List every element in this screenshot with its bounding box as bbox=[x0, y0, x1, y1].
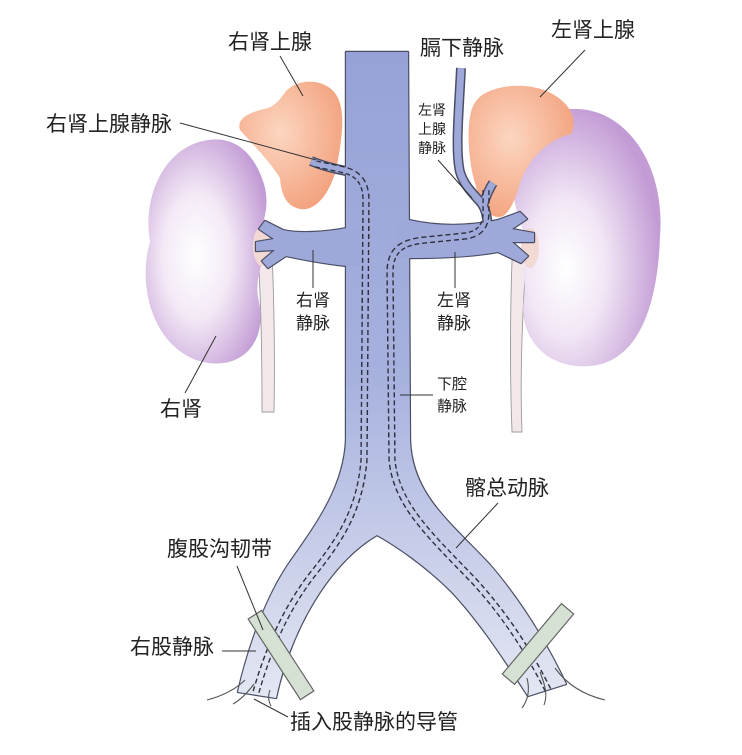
left-kidney bbox=[512, 108, 661, 367]
left-ureter bbox=[510, 259, 527, 433]
femoral-line bbox=[521, 677, 529, 709]
label-right-renal-vein-line2: 静脉 bbox=[296, 314, 330, 334]
femoral-line bbox=[232, 683, 255, 705]
label-left-adrenal-gland: 左肾上腺 bbox=[551, 18, 635, 42]
right-renal-vein bbox=[256, 221, 362, 268]
right-adrenal-gland bbox=[239, 81, 343, 210]
label-right-renal-vein-line1: 右肾 bbox=[296, 291, 330, 311]
right-ureter bbox=[257, 251, 275, 413]
femoral-vessels bbox=[206, 667, 606, 709]
label-right-kidney: 右肾 bbox=[160, 397, 202, 421]
labels: 右肾上腺 膈下静脉 左肾上腺 右肾上腺静脉 左肾 上腺 静脉 右肾 静脉 左肾 … bbox=[46, 18, 635, 734]
leader-right-adrenal-gland bbox=[279, 55, 304, 97]
leader-catheter bbox=[253, 698, 289, 718]
leader-inguinal-ligament bbox=[236, 565, 264, 631]
label-catheter: 插入股静脉的导管 bbox=[290, 710, 458, 734]
right-kidney bbox=[145, 139, 267, 364]
leader-right-adrenal-vein bbox=[179, 122, 317, 161]
label-left-adrenal-vein-line2: 上腺 bbox=[418, 122, 446, 138]
label-ivc-line2: 静脉 bbox=[437, 397, 467, 415]
femoral-line bbox=[206, 679, 246, 701]
femoral-line bbox=[268, 689, 272, 707]
label-ivc-line1: 下腔 bbox=[437, 375, 467, 393]
leader-right-kidney bbox=[184, 335, 217, 394]
leader-left-adrenal-vein bbox=[437, 159, 473, 199]
inguinal-ligament-right-side bbox=[247, 609, 315, 701]
leader-common-iliac bbox=[455, 502, 499, 549]
label-left-adrenal-vein-line1: 左肾 bbox=[418, 103, 446, 119]
label-left-renal-vein-line2: 静脉 bbox=[437, 314, 471, 334]
left-adrenal-gland bbox=[468, 85, 574, 217]
label-right-femoral-vein: 右股静脉 bbox=[130, 635, 214, 659]
label-inguinal-ligament: 腹股沟韧带 bbox=[167, 537, 272, 561]
inguinal-ligament-left-side bbox=[501, 602, 575, 686]
leader-left-adrenal-gland bbox=[539, 49, 586, 98]
label-right-adrenal-gland: 右肾上腺 bbox=[228, 30, 312, 54]
femoral-line bbox=[539, 671, 547, 706]
label-left-renal-vein-line1: 左肾 bbox=[437, 291, 471, 311]
inferior-vena-cava bbox=[238, 52, 566, 698]
label-right-adrenal-vein: 右肾上腺静脉 bbox=[46, 112, 172, 136]
label-common-iliac-artery: 髂总动脉 bbox=[465, 476, 549, 500]
label-inferior-phrenic-vein: 膈下静脉 bbox=[420, 36, 504, 60]
leader-lines bbox=[179, 49, 586, 718]
label-left-adrenal-vein-line3: 静脉 bbox=[418, 141, 446, 157]
femoral-line bbox=[554, 667, 606, 701]
